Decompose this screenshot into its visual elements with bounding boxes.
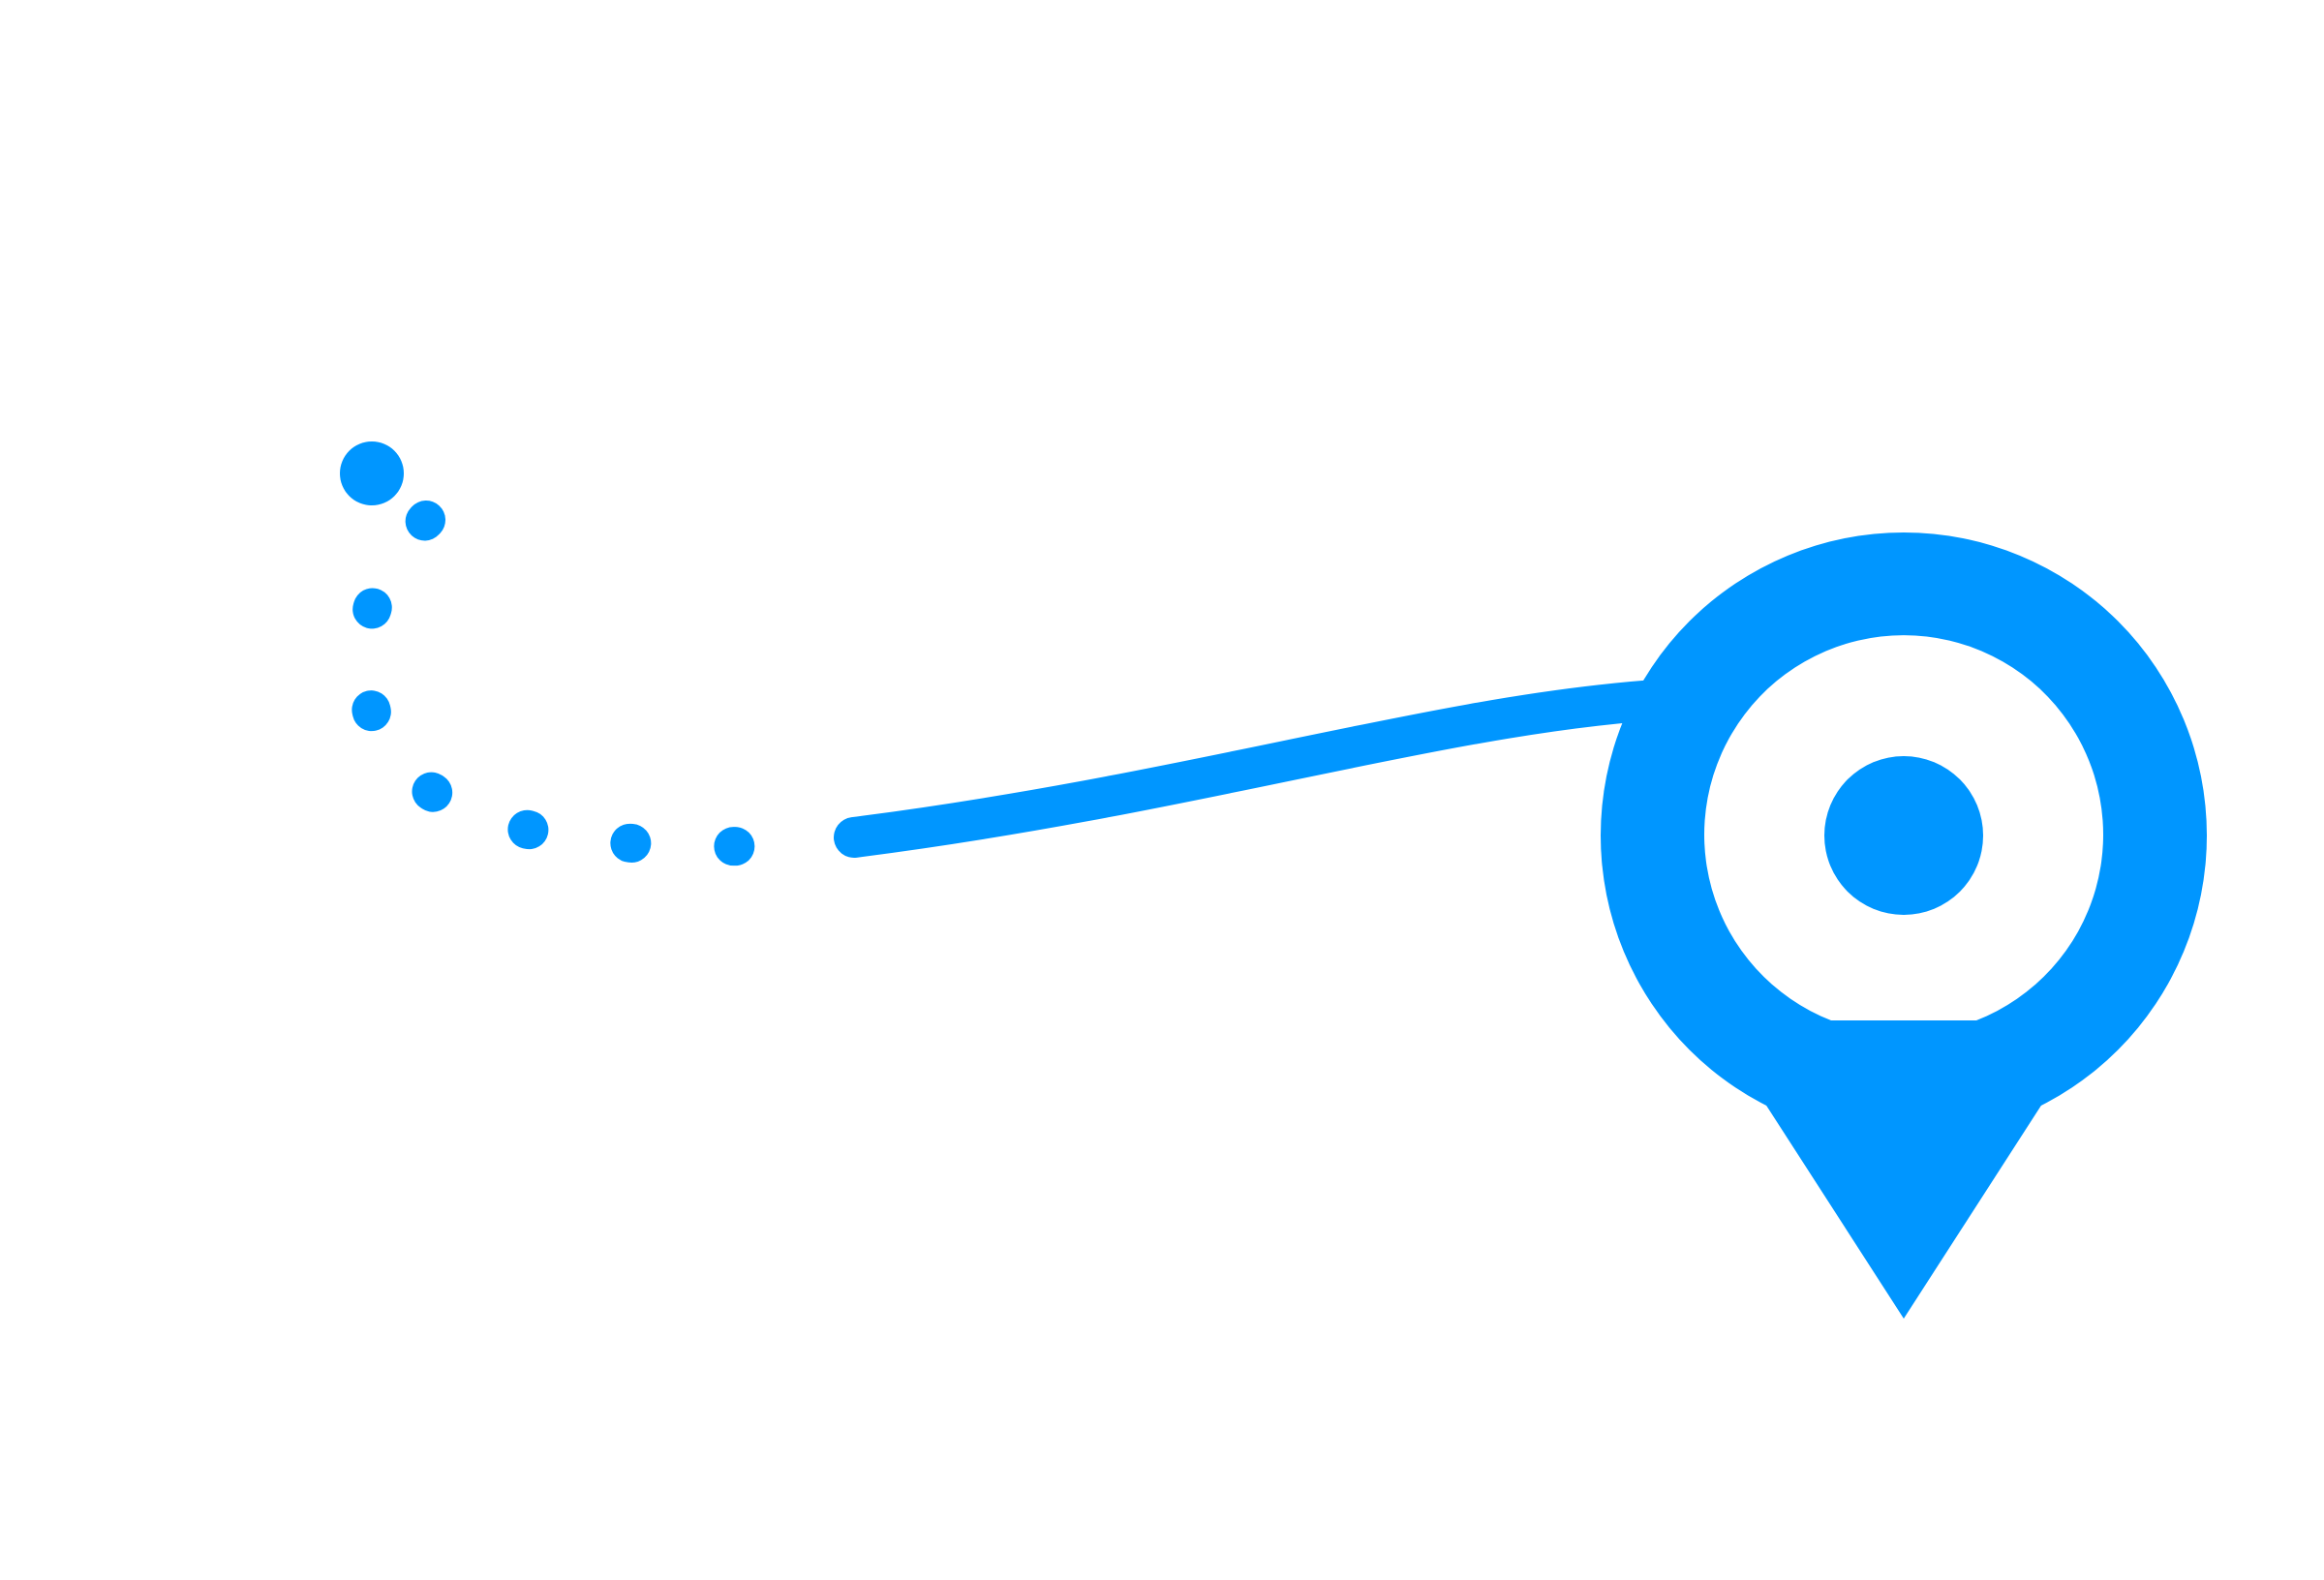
- location-pin-icon: [1601, 532, 2207, 1319]
- start-dot-icon: [340, 441, 404, 505]
- dotted-path: [346, 501, 784, 866]
